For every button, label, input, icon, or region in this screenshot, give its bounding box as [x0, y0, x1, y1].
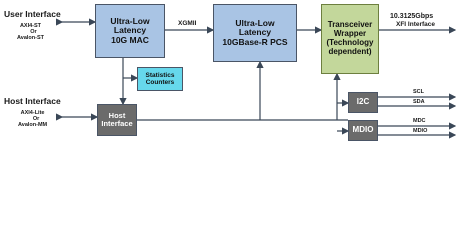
host-interface-protocols: AXI4-Lite Or Avalon-MM: [18, 110, 47, 128]
host-interface-title: Host Interface: [4, 96, 61, 106]
scl-label: SCL: [413, 89, 424, 95]
xfi-rate-label: 10.3125Gbps: [390, 13, 434, 20]
host-interface-protocol-1: AXI4-Lite: [20, 110, 45, 116]
xgmii-label: XGMII: [178, 20, 197, 27]
host-interface-block: Host Interface: [97, 104, 137, 136]
statistics-counters-block: Statistics Counters: [137, 67, 183, 91]
pcs-block: Ultra-Low Latency 10GBase-R PCS: [213, 4, 297, 62]
user-interface-protocol-1: AXI4-ST: [19, 23, 42, 29]
transceiver-block: Transceiver Wrapper (Technology dependen…: [321, 4, 379, 74]
user-interface-title: User Interface: [4, 9, 61, 19]
mac-block: Ultra-Low Latency 10G MAC: [95, 4, 165, 58]
user-interface-protocols: AXI4-ST Or Avalon-ST: [17, 23, 44, 41]
user-interface-protocol-2: Avalon-ST: [17, 35, 44, 42]
mdio-block: MDIO: [348, 120, 378, 141]
sda-label: SDA: [413, 99, 425, 105]
connector-lines: [56, 18, 457, 139]
mdio-signal-label: MDIO: [413, 128, 428, 134]
user-interface-or: Or: [30, 29, 37, 36]
xfi-interface-label: XFI Interface: [396, 21, 436, 28]
host-interface-protocol-2: Avalon-MM: [18, 122, 48, 129]
i2c-block: I2C: [348, 92, 378, 113]
host-interface-or: Or: [32, 116, 40, 123]
mdc-label: MDC: [413, 118, 426, 124]
